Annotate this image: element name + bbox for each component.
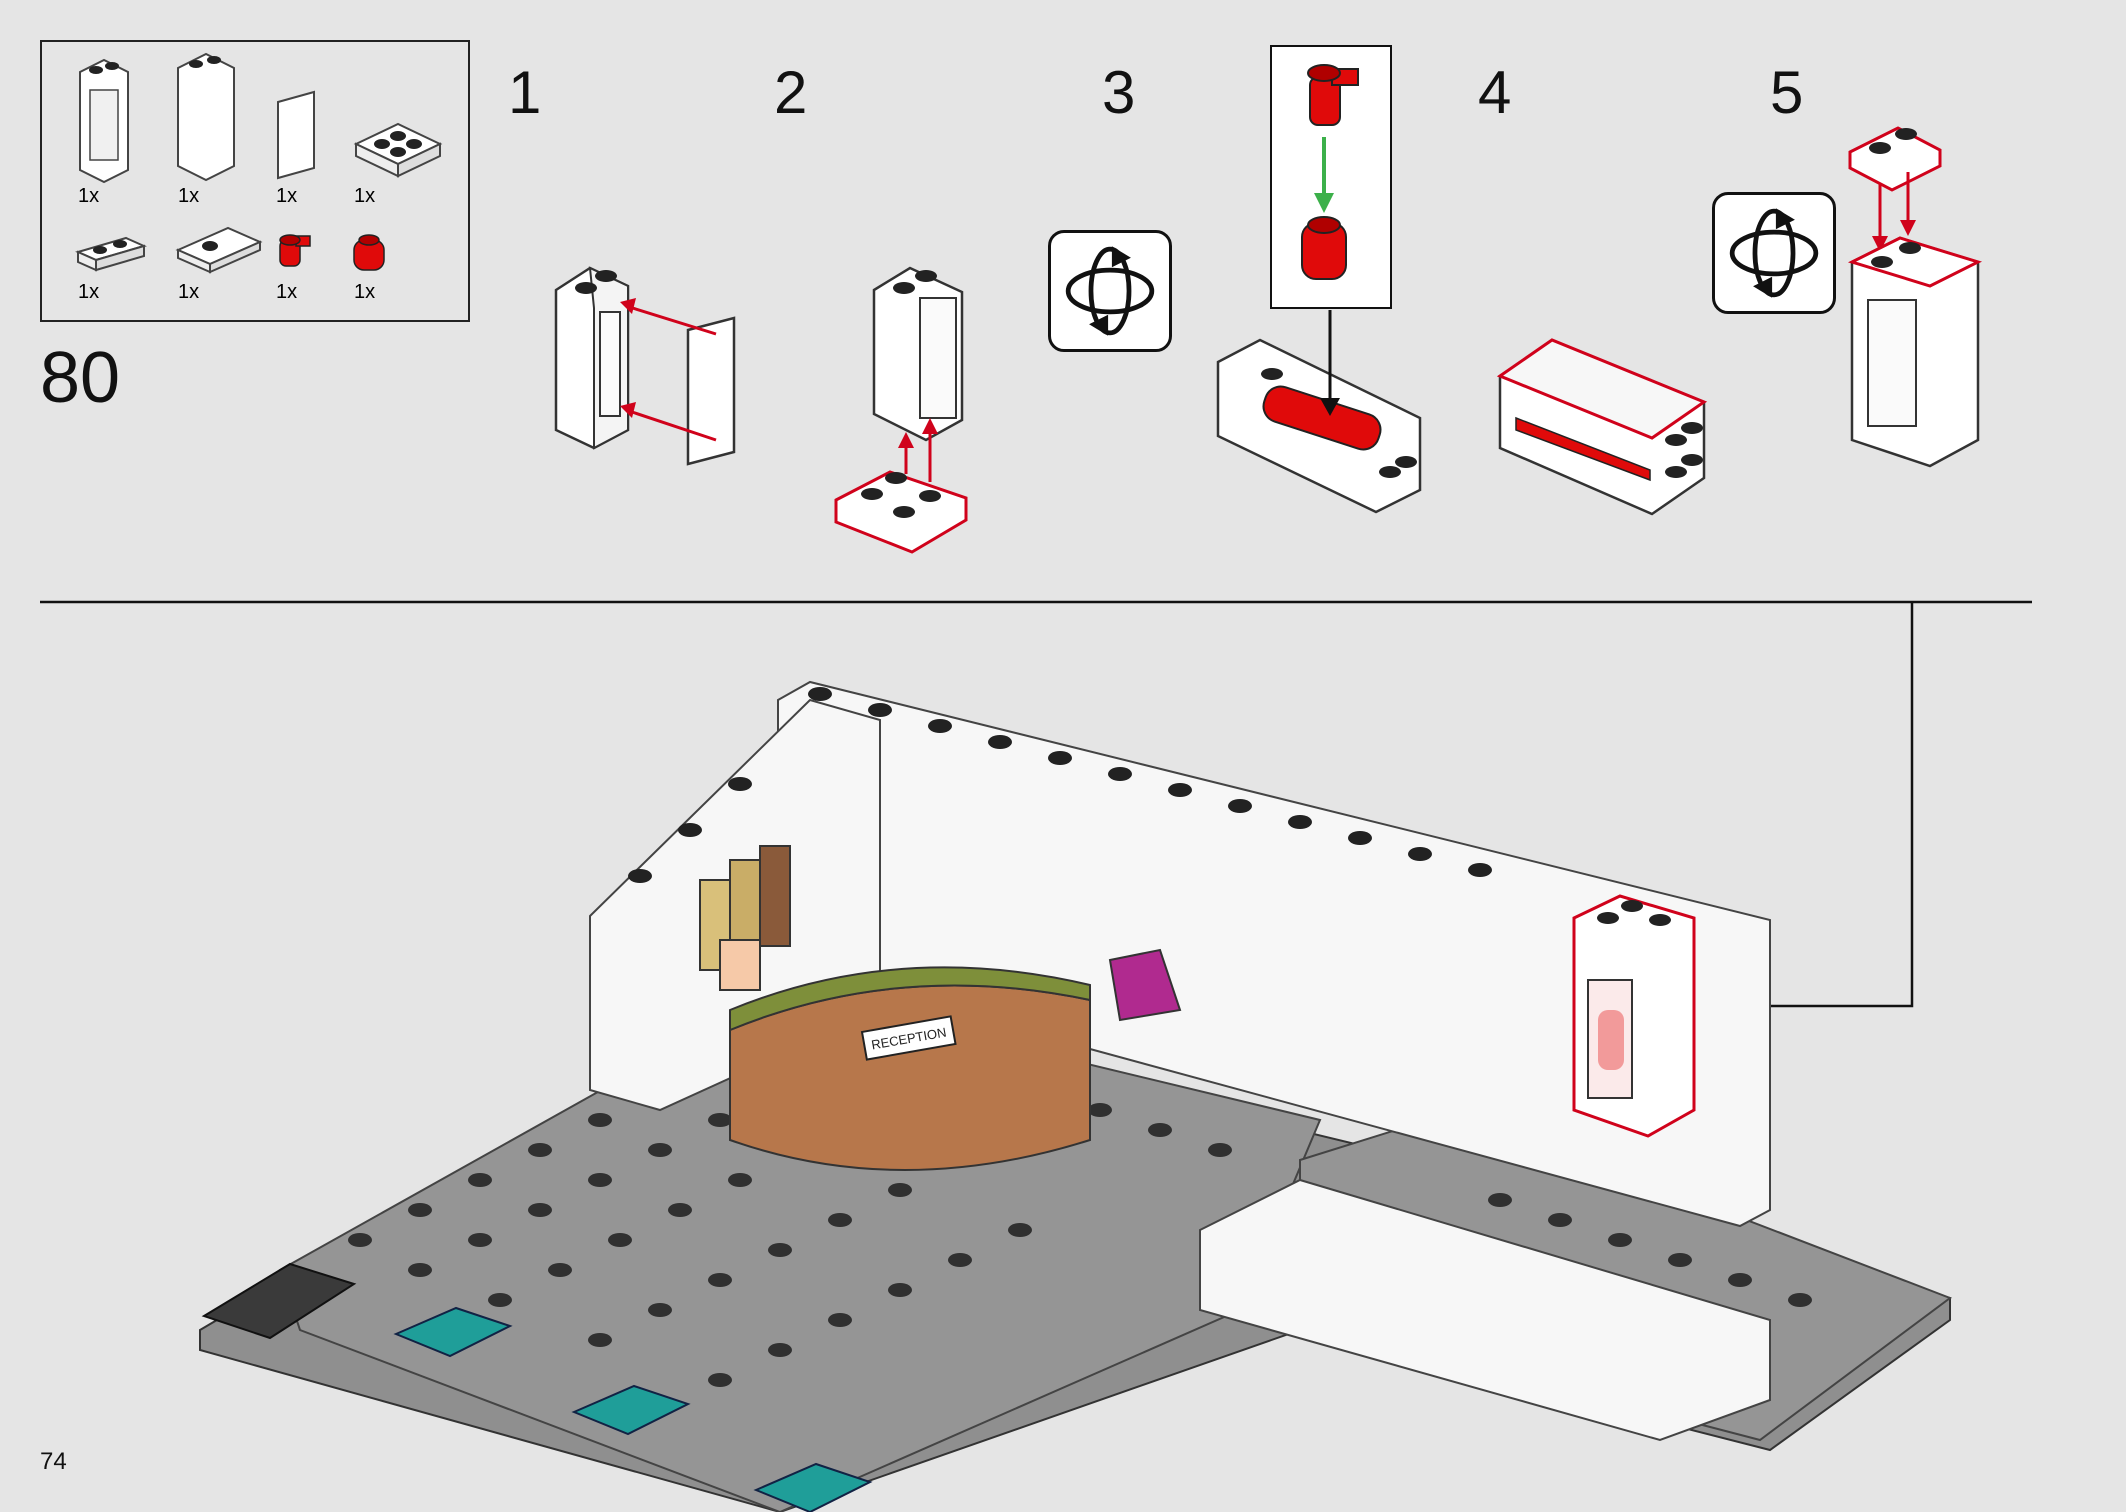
part-qty-1: 1x: [78, 185, 99, 207]
step-5-drawing: [1847, 126, 1983, 468]
part-qty-8: 1x: [354, 281, 375, 303]
assembly-arrow-icon: [620, 298, 636, 314]
sub-assembly-callout: [1270, 45, 1392, 309]
callout-connector: [1712, 602, 1914, 1008]
parts-list-illustrations: 1x 1x 1x 1x: [75, 52, 443, 303]
sub-step-2-number: 2: [774, 59, 808, 126]
main-step-number: 80: [40, 338, 121, 418]
reception-desk: RECEPTION: [729, 966, 1091, 1171]
part-qty-7: 1x: [276, 281, 297, 303]
teal-plate: [393, 1306, 513, 1358]
step-2-drawing: [834, 266, 968, 554]
part-qty-5: 1x: [78, 281, 99, 303]
part-white-tall-panel-icon: [177, 52, 235, 182]
part-glass-pane-icon: [277, 90, 315, 180]
fire-cabinet: [1572, 894, 1696, 1138]
sub-step-1-number: 1: [508, 59, 542, 126]
rotate-model-icon-2: [1712, 192, 1836, 314]
part-plate-1x2-icon: [75, 236, 147, 272]
reception-sign: [860, 1015, 957, 1061]
red-tap-icon: [1307, 64, 1359, 126]
green-arrow-icon: [1314, 193, 1334, 213]
red-round-brick-icon: [1301, 216, 1347, 280]
main-model-illustration: RECEPTION: [199, 680, 1953, 1512]
rotate-model-icon: [1048, 230, 1172, 352]
bookshelf: [699, 845, 791, 991]
step-1-drawing: [554, 266, 736, 466]
part-white-panel-icon: [79, 58, 129, 184]
part-qty-2: 1x: [178, 185, 199, 207]
part-qty-3: 1x: [276, 185, 297, 207]
parts-list-box: 1x 1x 1x 1x: [40, 40, 470, 322]
step-4-drawing: [1496, 338, 1708, 516]
part-tile-with-stud-icon: [175, 226, 263, 274]
purple-bag: [1108, 948, 1182, 1022]
part-qty-6: 1x: [178, 281, 199, 303]
sub-step-5-number: 5: [1770, 59, 1804, 126]
part-red-round-brick-icon: [353, 234, 385, 271]
part-red-tap-icon: [279, 234, 311, 267]
step-3-drawing: [1216, 310, 1422, 514]
sub-step-3-number: 3: [1102, 59, 1136, 126]
page-number: 74: [40, 1448, 67, 1475]
sub-step-4-number: 4: [1478, 59, 1512, 126]
part-plate-2x2-icon: [353, 122, 443, 178]
part-qty-4: 1x: [354, 185, 375, 207]
